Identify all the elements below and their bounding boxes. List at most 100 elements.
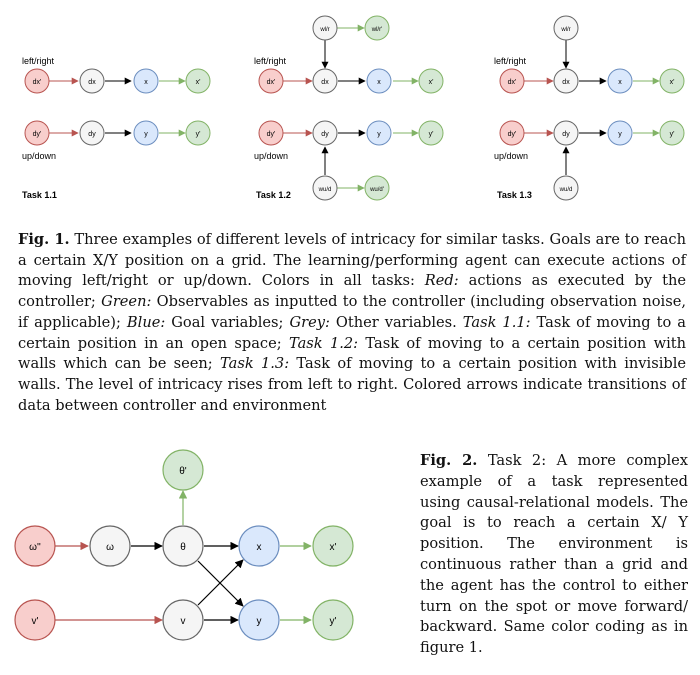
- node-y-observed: y': [312, 599, 354, 641]
- node-y: y: [133, 120, 159, 146]
- fig1-caption: Fig. 1. Three examples of different leve…: [18, 231, 687, 414]
- node-v-action: v': [14, 599, 56, 641]
- fig1-label: Fig. 1.: [18, 231, 70, 248]
- node-y-observed: y': [659, 120, 685, 146]
- svg-text:y': y': [196, 131, 201, 138]
- node-dx-action: dx': [258, 68, 284, 94]
- svg-text:dx': dx': [267, 79, 276, 86]
- svg-text:ω: ω: [106, 542, 114, 553]
- node-x: x: [607, 68, 633, 94]
- svg-text:dx': dx': [508, 79, 517, 86]
- svg-text:dx: dx: [321, 79, 329, 86]
- svg-text:x': x': [670, 79, 675, 86]
- node-x-observed: x': [659, 68, 685, 94]
- up-down-label: up/down: [494, 151, 528, 161]
- node-dy: dy: [553, 120, 579, 146]
- panel-label: Task 1.2: [256, 190, 291, 200]
- up-down-label: up/down: [254, 151, 288, 161]
- svg-text:x': x': [330, 542, 337, 553]
- svg-text:dy: dy: [88, 131, 96, 138]
- left-right-label: left/right: [494, 56, 527, 66]
- svg-text:dx: dx: [562, 79, 570, 86]
- node-omega-action: ω'': [14, 525, 56, 567]
- node-y: y: [607, 120, 633, 146]
- node-v: v: [162, 599, 204, 641]
- node-x: x: [238, 525, 280, 567]
- svg-text:wl/r': wl/r': [371, 27, 382, 33]
- svg-text:y': y': [670, 131, 675, 138]
- svg-text:wl/r: wl/r: [560, 27, 570, 33]
- node-wall-lr-observed: wl/r': [364, 15, 390, 41]
- svg-text:wu/d: wu/d: [559, 187, 573, 193]
- svg-text:y: y: [377, 131, 381, 138]
- svg-text:x: x: [377, 79, 381, 86]
- node-wall-ud: wu/d: [312, 175, 338, 201]
- node-wall-ud-observed: wu/d': [364, 175, 390, 201]
- svg-text:x: x: [144, 79, 148, 86]
- svg-text:θ': θ': [179, 466, 187, 477]
- svg-text:y: y: [618, 131, 622, 138]
- node-dx-action: dx': [24, 68, 50, 94]
- arrow: [197, 559, 244, 606]
- svg-text:ω'': ω'': [29, 542, 41, 553]
- svg-text:θ: θ: [180, 542, 186, 553]
- svg-text:y: y: [144, 131, 148, 138]
- node-dy-action: dy': [499, 120, 525, 146]
- fig1-panel-3: left/right up/down Task 1.3 wl/r dx' dx …: [494, 15, 685, 201]
- node-dy: dy: [312, 120, 338, 146]
- node-dx: dx: [79, 68, 105, 94]
- node-dy: dy: [79, 120, 105, 146]
- fig2-caption: Fig. 2. Task 2: A more complex example o…: [420, 452, 688, 657]
- svg-text:x: x: [618, 79, 622, 86]
- svg-text:x: x: [257, 542, 262, 553]
- node-wall-ud: wu/d: [553, 175, 579, 201]
- svg-text:y': y': [330, 616, 337, 627]
- node-wall-lr: wl/r: [553, 15, 579, 41]
- node-dy-action: dy': [24, 120, 50, 146]
- fig1-panel-2: left/right up/down Task 1.2 wl/r wl/r' d…: [254, 15, 444, 201]
- node-theta: θ: [162, 525, 204, 567]
- node-theta-observed: θ': [162, 449, 204, 491]
- node-dx: dx: [312, 68, 338, 94]
- svg-text:x': x': [196, 79, 201, 86]
- node-x-observed: x': [312, 525, 354, 567]
- node-y-observed: y': [418, 120, 444, 146]
- svg-text:v: v: [181, 616, 186, 627]
- up-down-label: up/down: [22, 151, 56, 161]
- node-y-observed: y': [185, 120, 211, 146]
- node-x-observed: x': [418, 68, 444, 94]
- node-y: y: [238, 599, 280, 641]
- svg-text:v': v': [32, 616, 39, 627]
- node-x: x: [133, 68, 159, 94]
- node-y: y: [366, 120, 392, 146]
- panel-label: Task 1.1: [22, 190, 57, 200]
- node-wall-lr: wl/r: [312, 15, 338, 41]
- node-omega: ω: [89, 525, 131, 567]
- svg-text:wl/r: wl/r: [319, 27, 329, 33]
- svg-text:dx': dx': [33, 79, 42, 86]
- svg-text:dx: dx: [88, 79, 96, 86]
- fig2-diagram: ω'' ω θ θ' x x' v' v y y': [14, 449, 354, 641]
- node-dx: dx: [553, 68, 579, 94]
- svg-text:x': x': [429, 79, 434, 86]
- node-x-observed: x': [185, 68, 211, 94]
- svg-text:dy': dy': [33, 131, 42, 138]
- node-dy-action: dy': [258, 120, 284, 146]
- arrow: [197, 560, 244, 607]
- svg-text:wu/d': wu/d': [369, 187, 384, 193]
- svg-text:y': y': [429, 131, 434, 138]
- panel-label: Task 1.3: [497, 190, 532, 200]
- svg-text:dy: dy: [562, 131, 570, 138]
- fig2-label: Fig. 2.: [420, 452, 478, 469]
- svg-text:dy': dy': [508, 131, 517, 138]
- svg-text:dy': dy': [267, 131, 276, 138]
- svg-text:wu/d: wu/d: [318, 187, 332, 193]
- fig1-panel-1: left/right up/down Task 1.1 dx' dx x x' …: [22, 56, 211, 200]
- node-x: x: [366, 68, 392, 94]
- left-right-label: left/right: [22, 56, 55, 66]
- left-right-label: left/right: [254, 56, 287, 66]
- svg-text:dy: dy: [321, 131, 329, 138]
- svg-text:y: y: [257, 616, 262, 627]
- node-dx-action: dx': [499, 68, 525, 94]
